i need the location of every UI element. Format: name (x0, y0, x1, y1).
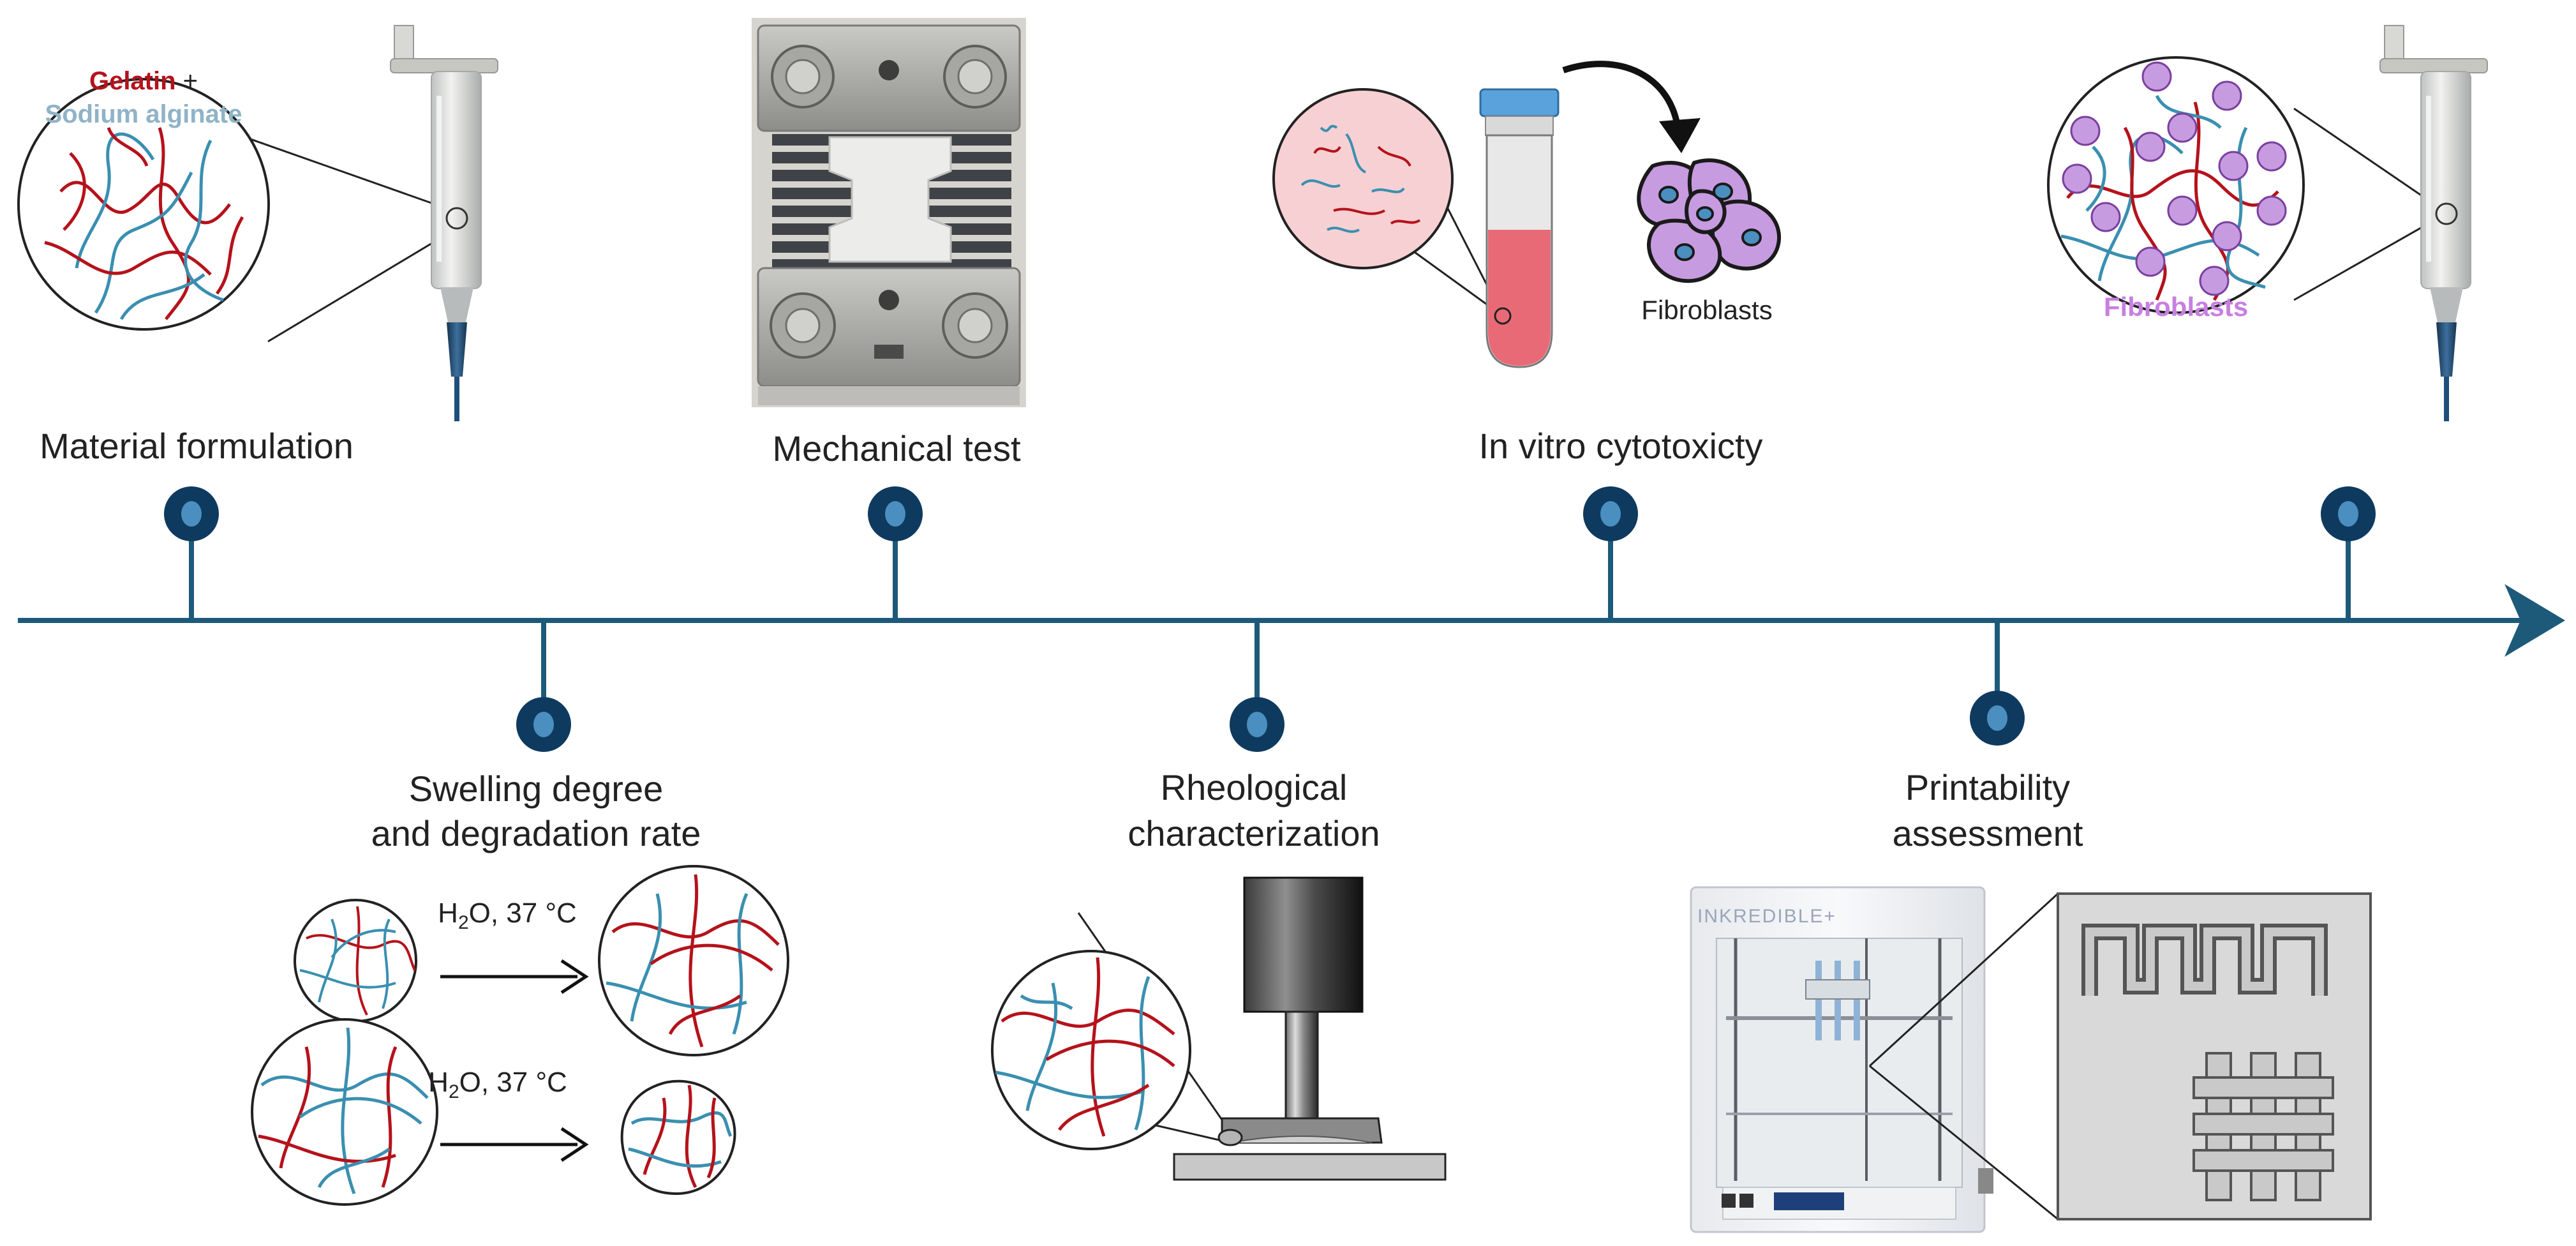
rheology-magnifier (991, 950, 1191, 1150)
marker-rheology (1230, 620, 1284, 752)
hydrogel-degraded (620, 1079, 736, 1196)
marker-bioink (2321, 486, 2376, 620)
condition2-sub: 2 (449, 1081, 459, 1102)
label-swelling-line1: Swelling degree (409, 769, 663, 809)
label-material-formulation: Material formulation (40, 426, 354, 466)
curved-arrow-icon (1562, 61, 1681, 131)
label-rheology-line1: Rheological (1161, 767, 1348, 807)
tensile-grip-photo (752, 18, 1026, 407)
alginate-label: Sodium alginate (45, 100, 242, 128)
label-cytotoxicity: In vitro cytotoxicty (1478, 426, 1762, 466)
svg-text:Gelatin +: Gelatin + (89, 67, 198, 95)
hydrogel-small (294, 899, 417, 1023)
svg-text:H2O, 37 °C: H2O, 37 °C (438, 897, 577, 933)
condition-rest: O, 37 °C (469, 897, 577, 929)
marker-cytotoxicity (1583, 486, 1638, 620)
marker-material-formulation (164, 486, 219, 620)
plus-label: + (176, 67, 198, 95)
label-printability-line1: Printability (1905, 767, 2070, 807)
hydrogel-swollen (598, 865, 789, 1056)
grid-lattice (2193, 1052, 2334, 1201)
medium-magnifier (1272, 88, 1454, 269)
formulation-magnifier: Gelatin + Sodium alginate (17, 67, 270, 331)
syringe-icon (390, 25, 498, 421)
label-swelling-line2: and degradation rate (371, 813, 701, 853)
rheometer-icon (1173, 876, 1447, 1181)
marker-swelling (516, 620, 571, 752)
printability-illustration: INKREDIBLE+ (1690, 886, 2372, 1233)
print-pattern-panel (2057, 892, 2372, 1220)
bioprinter-icon: INKREDIBLE+ (1690, 886, 1993, 1233)
condition-sub: 2 (458, 912, 469, 933)
gelatin-label: Gelatin (89, 67, 176, 95)
hydrogel-large (251, 1018, 438, 1206)
printer-brand-label: INKREDIBLE+ (1697, 906, 1836, 927)
timeline (18, 584, 2565, 657)
timeline-arrowhead (2505, 584, 2565, 657)
condition-h: H (438, 897, 458, 929)
rheometer-illustration (991, 876, 1447, 1181)
bioink-syringe-icon (2379, 25, 2488, 421)
marker-mechanical-test (868, 486, 923, 620)
svg-text:H2O, 37 °C: H2O, 37 °C (428, 1067, 567, 1102)
formulation-illustration: Gelatin + Sodium alginate (17, 25, 498, 421)
marker-printability (1970, 620, 2025, 746)
condition2-h: H (428, 1067, 449, 1098)
label-mechanical-test: Mechanical test (772, 428, 1021, 469)
bioink-magnifier: Fibroblasts (2047, 56, 2305, 322)
bioink-fibroblasts-label: Fibroblasts (2104, 292, 2248, 322)
label-rheology-line2: characterization (1128, 813, 1380, 853)
swelling-illustration: H2O, 37 °C (251, 865, 789, 1206)
label-printability-line2: assessment (1893, 813, 2083, 853)
condition2-rest: O, 37 °C (459, 1067, 567, 1098)
fibroblasts-label: Fibroblasts (1641, 295, 1772, 325)
bioink-illustration: Fibroblasts (2047, 25, 2488, 421)
cytotoxicity-illustration: Fibroblasts (1272, 61, 1782, 368)
centrifuge-tube-icon (1479, 88, 1560, 368)
